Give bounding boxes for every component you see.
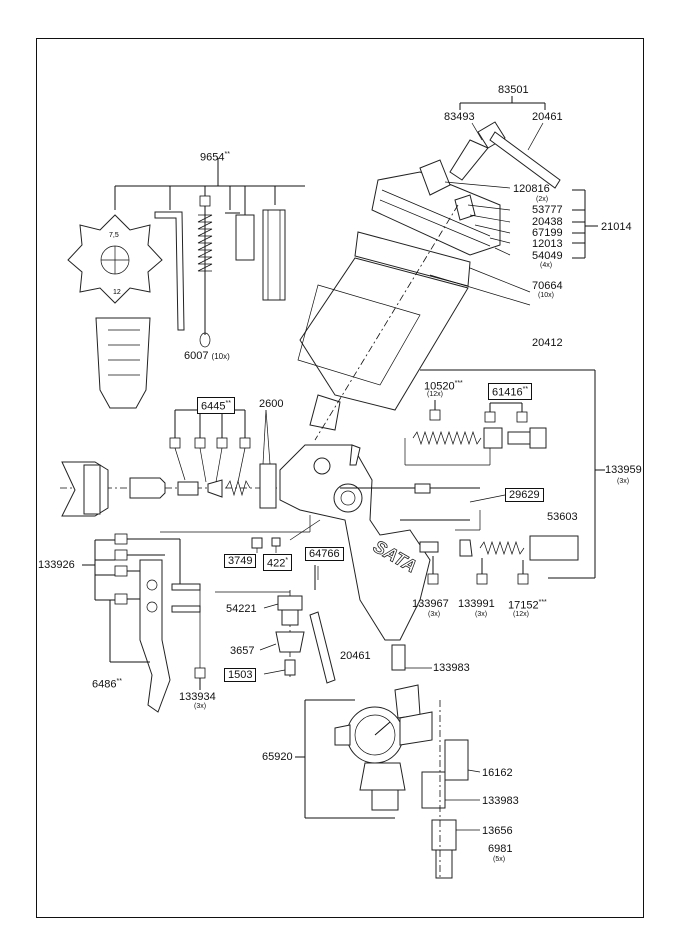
cup-lid — [371, 159, 598, 259]
label-64766: 64766 — [305, 547, 344, 561]
label-133934: 133934 — [179, 691, 216, 703]
qty-120816: (2x) — [536, 196, 549, 203]
qty-133959: (3x) — [617, 478, 630, 485]
tool-num-5: 12 — [113, 289, 121, 296]
qty-133991: (3x) — [475, 611, 488, 618]
label-133991: 133991 — [458, 598, 495, 610]
label-83501: 83501 — [498, 84, 529, 96]
label-70664: 70664 — [532, 280, 563, 292]
regulator-fittings — [295, 644, 481, 880]
qty-133934: (3x) — [194, 703, 207, 710]
tool-num-1: 7,5 — [109, 232, 119, 239]
label-6981: 6981 — [488, 843, 513, 855]
diagram-frame — [36, 38, 644, 918]
set-6445-brackets — [169, 409, 251, 483]
label-10520: 10520*** — [424, 380, 463, 393]
label-29629: 29629 — [505, 488, 544, 502]
label-6007: 6007 (10x) — [184, 350, 230, 362]
tool-kit: 7,5 12 — [67, 158, 305, 409]
label-120816: 120816 — [513, 183, 550, 195]
label-20461-top: 20461 — [532, 111, 563, 123]
qty-10520: (12x) — [427, 391, 443, 398]
lid-rod-group — [449, 96, 561, 189]
paint-cup — [297, 231, 531, 431]
label-6486: 6486** — [92, 678, 122, 691]
label-20461-mid: 20461 — [340, 650, 371, 662]
label-1503: 1503 — [224, 668, 257, 682]
label-83493: 83493 — [444, 111, 475, 123]
label-17152: 17152*** — [508, 599, 547, 612]
label-53777: 53777 — [532, 204, 563, 216]
label-53603: 53603 — [547, 511, 578, 523]
label-65920: 65920 — [262, 751, 293, 763]
qty-133967: (3x) — [428, 611, 441, 618]
label-133926: 133926 — [38, 559, 75, 571]
label-67199: 67199 — [532, 227, 563, 239]
label-54049: 54049 — [532, 250, 563, 262]
label-2600: 2600 — [259, 398, 284, 410]
label-133967: 133967 — [412, 598, 449, 610]
label-133983-a: 133983 — [433, 662, 470, 674]
label-3749: 3749 — [224, 554, 257, 568]
label-13656: 13656 — [482, 825, 513, 837]
label-20438: 20438 — [532, 216, 563, 228]
label-9654: 9654** — [200, 151, 230, 164]
needle-spring-sets — [400, 369, 605, 585]
label-20412: 20412 — [532, 337, 563, 349]
centre-small-parts — [194, 519, 336, 690]
label-21014: 21014 — [601, 221, 632, 233]
label-3657: 3657 — [230, 645, 255, 657]
qty-17152: (12x) — [513, 611, 529, 618]
label-422: 422* — [263, 554, 293, 571]
gun-body — [60, 409, 480, 641]
label-6445: 6445** — [197, 397, 235, 414]
qty-6981: (5x) — [493, 856, 506, 863]
label-133983-b: 133983 — [482, 795, 519, 807]
qty-70664: (10x) — [538, 292, 554, 299]
label-133959: 133959 — [605, 464, 642, 476]
qty-54049: (4x) — [540, 262, 553, 269]
trigger-pins — [82, 515, 311, 713]
label-54221: 54221 — [226, 603, 257, 615]
label-16162: 16162 — [482, 767, 513, 779]
label-12013: 12013 — [532, 238, 563, 250]
label-61416: 61416** — [488, 383, 533, 400]
